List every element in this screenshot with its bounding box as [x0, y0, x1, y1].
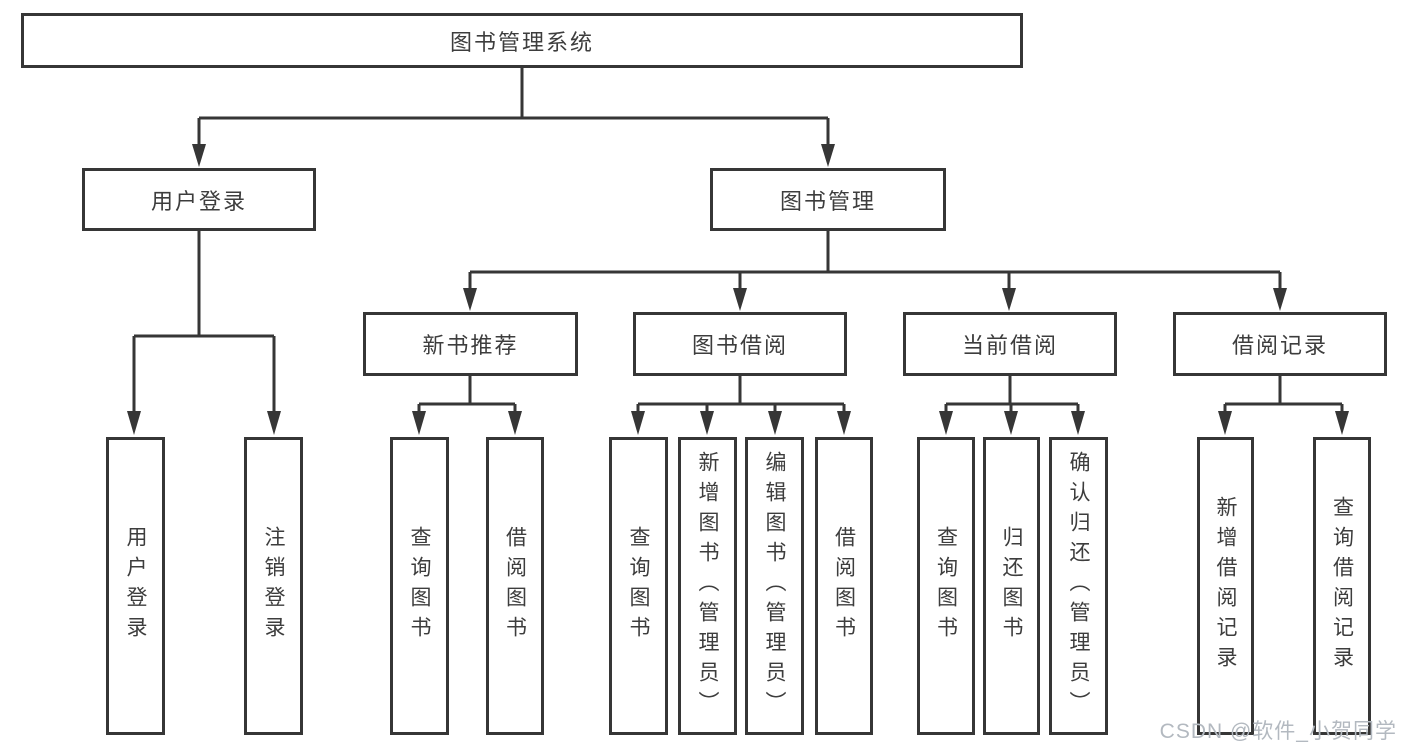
- node-borrowing-records: 借阅记录: [1173, 312, 1387, 376]
- leaf-label: 编辑图书（管理员）: [763, 451, 786, 721]
- leaf-label: 查询借阅记录: [1330, 496, 1354, 676]
- arrow-down-icon: [1335, 411, 1349, 435]
- arrow-down-icon: [1004, 411, 1018, 435]
- leaf-edit-book-admin: 编辑图书（管理员）: [745, 437, 804, 735]
- node-book-borrowing: 图书借阅: [633, 312, 847, 376]
- leaf-label: 借阅图书: [503, 526, 527, 646]
- leaf-add-borrow-record: 新增借阅记录: [1197, 437, 1254, 735]
- arrow-down-icon: [631, 411, 645, 435]
- node-label: 图书管理系统: [449, 29, 594, 55]
- arrow-down-icon: [1002, 288, 1016, 311]
- leaf-label: 新增借阅记录: [1214, 496, 1237, 676]
- arrow-down-icon: [463, 288, 477, 311]
- arrow-down-icon: [768, 411, 782, 435]
- arrow-down-icon: [821, 144, 835, 167]
- leaf-label: 新增图书（管理员）: [696, 451, 719, 721]
- leaf-query-borrow-record: 查询借阅记录: [1313, 437, 1371, 735]
- arrow-down-icon: [508, 411, 522, 435]
- node-current-borrowing: 当前借阅: [903, 312, 1117, 376]
- node-label: 图书借阅: [691, 333, 788, 358]
- arrow-down-icon: [1273, 288, 1287, 311]
- leaf-label: 查询图书: [627, 526, 650, 646]
- leaf-query-books: 查询图书: [917, 437, 975, 735]
- arrow-down-icon: [700, 411, 714, 435]
- leaf-borrow-books: 借阅图书: [486, 437, 544, 735]
- leaf-return-books: 归还图书: [983, 437, 1040, 735]
- leaf-add-book-admin: 新增图书（管理员）: [678, 437, 737, 735]
- leaf-label: 确认归还（管理员）: [1067, 451, 1090, 721]
- node-library-management-system: 图书管理系统: [21, 13, 1023, 68]
- leaf-query-books: 查询图书: [390, 437, 449, 735]
- node-label: 借阅记录: [1231, 333, 1328, 358]
- node-new-book-recommendation: 新书推荐: [363, 312, 578, 376]
- leaf-label: 归还图书: [1000, 526, 1023, 646]
- arrow-down-icon: [837, 411, 851, 435]
- node-user-login: 用户登录: [82, 168, 316, 231]
- arrow-down-icon: [127, 411, 141, 435]
- arrow-down-icon: [733, 288, 747, 311]
- leaf-label: 查询图书: [934, 526, 958, 646]
- leaf-label: 借阅图书: [832, 526, 856, 646]
- arrow-down-icon: [1218, 411, 1232, 435]
- node-label: 用户登录: [150, 188, 247, 214]
- leaf-label: 用户登录: [124, 526, 147, 646]
- leaf-query-books: 查询图书: [609, 437, 668, 735]
- node-label: 图书管理: [779, 188, 876, 214]
- arrow-down-icon: [192, 144, 206, 167]
- arrow-down-icon: [1071, 411, 1085, 435]
- node-book-management: 图书管理: [710, 168, 946, 231]
- arrow-down-icon: [939, 411, 953, 435]
- leaf-logout: 注销登录: [244, 437, 303, 735]
- leaf-user-login: 用户登录: [106, 437, 165, 735]
- leaf-borrow-books: 借阅图书: [815, 437, 873, 735]
- connector-segments: [132, 68, 1344, 413]
- node-label: 新书推荐: [422, 333, 519, 358]
- leaf-label: 注销登录: [262, 526, 285, 646]
- csdn-watermark: CSDN @软件_小贺同学: [1159, 720, 1397, 743]
- arrow-down-icon: [412, 411, 426, 435]
- leaf-confirm-return-admin: 确认归还（管理员）: [1049, 437, 1108, 735]
- arrow-down-icon: [267, 411, 281, 435]
- node-label: 当前借阅: [961, 333, 1058, 358]
- arrowhead-icons: [127, 144, 1349, 435]
- leaf-label: 查询图书: [408, 526, 431, 646]
